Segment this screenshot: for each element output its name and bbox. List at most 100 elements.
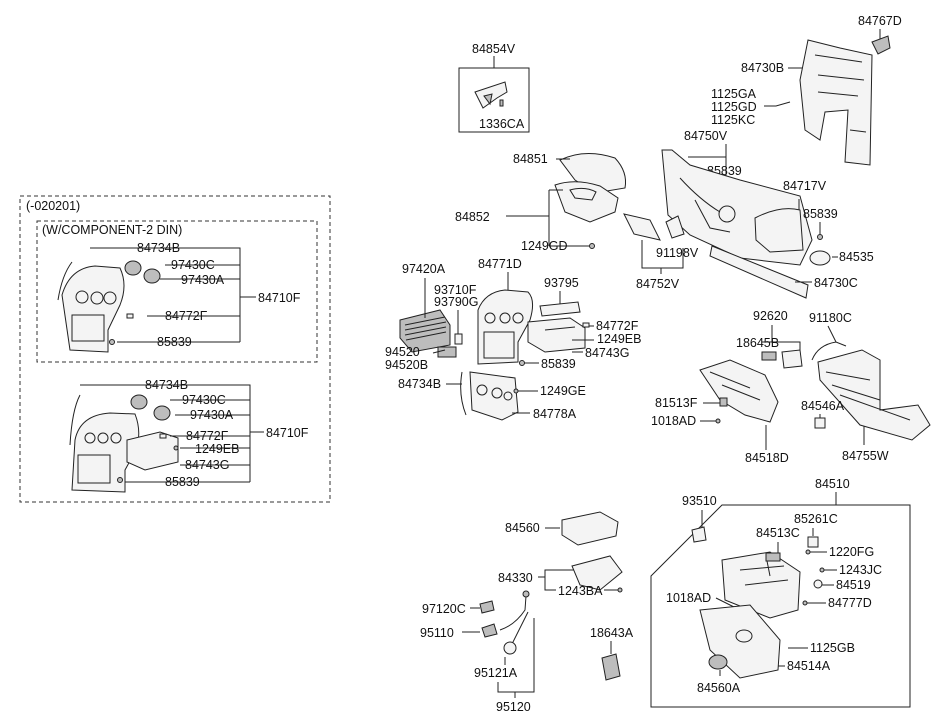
label-1243BA: 1243BA: [558, 584, 603, 598]
label-94520B: 94520B: [385, 358, 428, 372]
part-93510-drawing: [691, 526, 707, 543]
label-97430C-upper: 97430C: [171, 258, 215, 272]
label-84535: 84535: [839, 250, 874, 264]
label-1243JC: 1243JC: [839, 563, 882, 577]
label-95110: 95110: [420, 626, 454, 640]
label-97430A-upper: 97430A: [181, 273, 225, 287]
part-84778A-panel-drawing: [469, 371, 519, 421]
label-91180C: 91180C: [809, 311, 852, 325]
label-85839-center: 85839: [541, 357, 576, 371]
label-84730B: 84730B: [741, 61, 784, 75]
label-18645B: 18645B: [736, 336, 779, 350]
label-1220FG: 1220FG: [829, 545, 874, 559]
part-84717V-drawing: [754, 208, 804, 253]
label-81513F: 81513F: [655, 396, 698, 410]
label-84734B-center: 84734B: [398, 377, 441, 391]
part-84730B-bracket-drawing: [799, 39, 873, 166]
label-97120C: 97120C: [422, 602, 466, 616]
label-94520: 94520: [385, 345, 420, 359]
label-84560A: 84560A: [697, 681, 741, 695]
label-1125KC: 1125KC: [711, 113, 755, 127]
part-84560A-drawing: [708, 654, 728, 670]
label-84755W: 84755W: [842, 449, 889, 463]
part-84851-84852-drawing: [554, 153, 626, 223]
variant-date-label: (-020201): [26, 199, 80, 213]
label-91198V: 91198V: [656, 246, 699, 260]
label-1125GA: 1125GA: [711, 87, 757, 101]
part-93795-radio-drawing: [527, 301, 586, 353]
label-85839-upper: 85839: [157, 335, 192, 349]
label-93790G: 93790G: [434, 295, 478, 309]
label-1018AD-upper: 1018AD: [651, 414, 696, 428]
label-92620: 92620: [753, 309, 788, 323]
part-84560-drawing: [561, 511, 619, 546]
label-97420A: 97420A: [402, 262, 446, 276]
label-84854V: 84854V: [472, 42, 516, 56]
part-84752V-drawing: [623, 213, 661, 241]
label-84546A: 84546A: [801, 399, 845, 413]
part-97420A-vent-drawing: [399, 309, 457, 358]
label-97430C-lower: 97430C: [182, 393, 226, 407]
label-1125GD: 1125GD: [711, 100, 757, 114]
part-84771D-bezel-drawing: [477, 289, 534, 365]
label-84777D: 84777D: [828, 596, 872, 610]
label-84717V: 84717V: [783, 179, 827, 193]
label-84743G-center: 84743G: [585, 346, 629, 360]
part-84513C-glovebox-drawing: [721, 551, 801, 619]
label-1336CA: 1336CA: [479, 117, 525, 131]
label-93795: 93795: [544, 276, 579, 290]
label-84560: 84560: [505, 521, 540, 535]
part-92620-drawing: [781, 349, 803, 369]
variant-component-label: (W/COMPONENT-2 DIN): [42, 223, 182, 237]
label-84772F-center: 84772F: [596, 319, 639, 333]
part-84755W-drawing: [817, 349, 931, 441]
label-84734B-upper: 84734B: [137, 241, 180, 255]
label-84852: 84852: [455, 210, 490, 224]
label-84767D: 84767D: [858, 14, 902, 28]
label-84752V: 84752V: [636, 277, 680, 291]
label-84710F-lower: 84710F: [266, 426, 309, 440]
label-84510: 84510: [815, 477, 850, 491]
part-84730C-drawing: [709, 245, 809, 299]
part-97120C-drawing: [479, 600, 495, 614]
label-84771D: 84771D: [478, 257, 522, 271]
label-85839-side: 85839: [803, 207, 838, 221]
label-84750V: 84750V: [684, 129, 728, 143]
part-84854V-drawing: [474, 81, 508, 109]
label-84513C: 84513C: [756, 526, 800, 540]
label-84514A: 84514A: [787, 659, 831, 673]
label-1249GE: 1249GE: [540, 384, 586, 398]
glovebox-frame: [650, 504, 911, 708]
label-84518D: 84518D: [745, 451, 789, 465]
label-93510: 93510: [682, 494, 717, 508]
part-18643A-bulb-drawing: [601, 653, 621, 681]
label-1249EB-lower: 1249EB: [195, 442, 239, 456]
trim-strip-84734B: [460, 371, 467, 416]
label-84778A: 84778A: [533, 407, 577, 421]
part-84535-drawing: [809, 250, 831, 266]
part-84514A-lid-drawing: [699, 604, 781, 679]
label-84851: 84851: [513, 152, 548, 166]
part-84767D-drawing: [871, 35, 891, 55]
label-84710F-upper: 84710F: [258, 291, 301, 305]
label-95120: 95120: [496, 700, 531, 714]
label-93710F: 93710F: [434, 283, 477, 297]
label-1125GB: 1125GB: [810, 641, 855, 655]
label-84772F-lower: 84772F: [186, 429, 229, 443]
label-18643A: 18643A: [590, 626, 634, 640]
label-85839-lower: 85839: [165, 475, 200, 489]
label-1249GD: 1249GD: [521, 239, 568, 253]
label-85261C: 85261C: [794, 512, 838, 526]
part-95110-drawing: [481, 623, 498, 638]
label-84519: 84519: [836, 578, 871, 592]
variant-inner-box: [36, 220, 318, 363]
upper-center-panel-drawing: [57, 260, 161, 353]
label-95121A: 95121A: [474, 666, 518, 680]
label-84743G-lower: 84743G: [185, 458, 229, 472]
wire-95120: [499, 595, 529, 649]
label-84330: 84330: [498, 571, 533, 585]
label-84730C: 84730C: [814, 276, 858, 290]
part-84330-drawing: [571, 555, 623, 591]
